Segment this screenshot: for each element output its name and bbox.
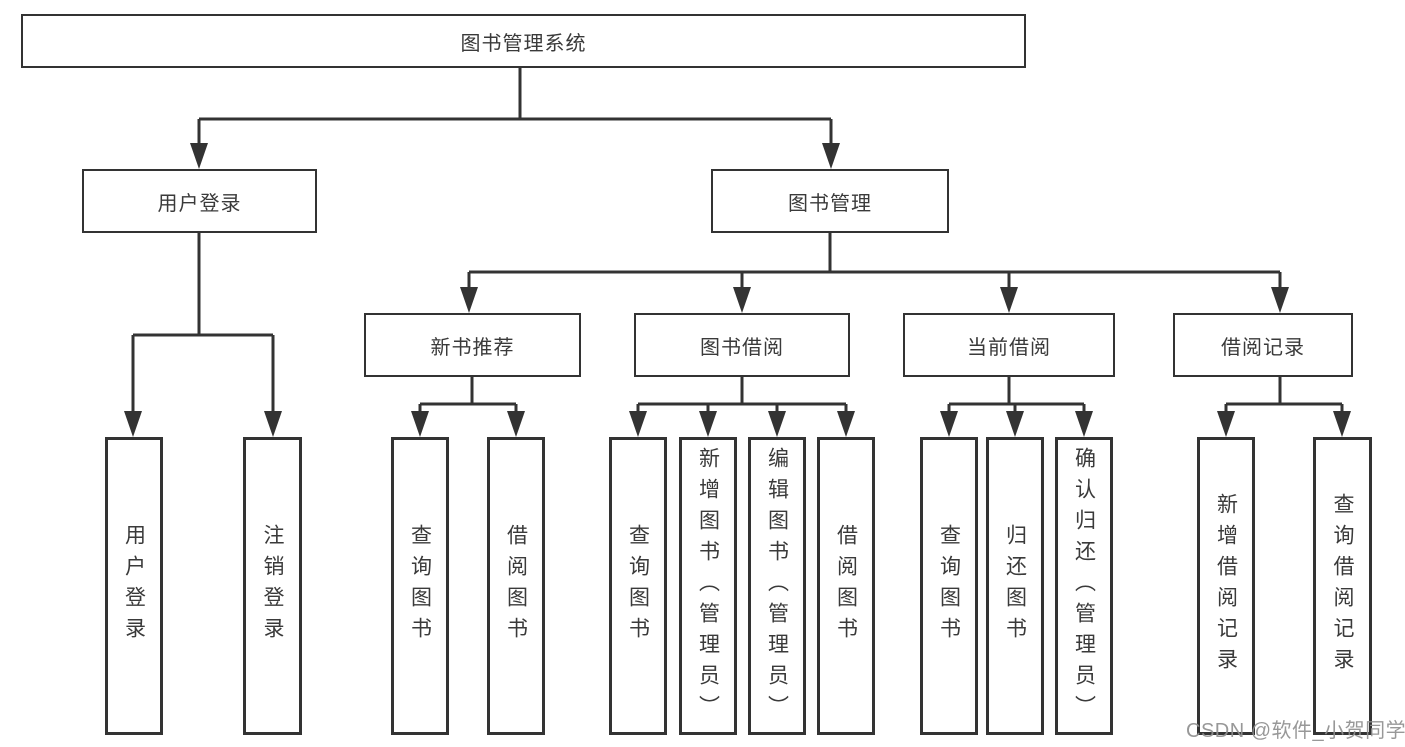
leaf-query-books-current: 查询图书 bbox=[920, 437, 978, 735]
leaf-add-book-admin: 新增图书（管理员） bbox=[679, 437, 737, 735]
leaf-label: 借阅图书 bbox=[834, 524, 858, 648]
leaf-query-books-recommend: 查询图书 bbox=[391, 437, 449, 735]
leaf-label: 注销登录 bbox=[261, 524, 285, 648]
arrow-icons bbox=[124, 143, 1351, 437]
leaf-label: 用户登录 bbox=[122, 524, 146, 648]
leaf-add-borrow-record: 新增借阅记录 bbox=[1197, 437, 1255, 735]
node-label: 图书管理 bbox=[788, 192, 872, 215]
node-book-borrowing: 图书借阅 bbox=[634, 313, 850, 377]
leaf-borrow-books-recommend: 借阅图书 bbox=[487, 437, 545, 735]
leaf-confirm-return-admin: 确认归还（管理员） bbox=[1055, 437, 1113, 735]
node-label: 图书借阅 bbox=[700, 336, 784, 359]
leaf-label: 新增借阅记录 bbox=[1214, 493, 1238, 679]
leaf-label: 编辑图书（管理员） bbox=[765, 446, 789, 726]
leaf-label: 查询图书 bbox=[408, 524, 432, 648]
leaf-label: 查询图书 bbox=[937, 524, 961, 648]
leaf-user-login: 用户登录 bbox=[105, 437, 163, 735]
node-new-book-recommend: 新书推荐 bbox=[364, 313, 581, 377]
node-book-management: 图书管理 bbox=[711, 169, 949, 233]
watermark: CSDN @软件_小贺同学 bbox=[1186, 720, 1405, 742]
node-label: 新书推荐 bbox=[430, 336, 515, 359]
node-label: 用户登录 bbox=[157, 192, 242, 215]
leaf-label: 确认归还（管理员） bbox=[1072, 446, 1096, 726]
leaf-label: 归还图书 bbox=[1003, 524, 1027, 648]
leaf-borrow-books: 借阅图书 bbox=[817, 437, 875, 735]
leaf-return-book: 归还图书 bbox=[986, 437, 1044, 735]
leaf-query-borrow-record: 查询借阅记录 bbox=[1313, 437, 1372, 735]
node-label: 借阅记录 bbox=[1221, 336, 1305, 359]
leaf-query-books-borrowing: 查询图书 bbox=[609, 437, 667, 735]
node-label: 图书管理系统 bbox=[460, 32, 587, 55]
node-library-management-system: 图书管理系统 bbox=[21, 14, 1026, 68]
node-borrowing-records: 借阅记录 bbox=[1173, 313, 1353, 377]
node-label: 当前借阅 bbox=[967, 336, 1051, 359]
leaf-label: 查询图书 bbox=[626, 524, 650, 648]
node-user-login: 用户登录 bbox=[82, 169, 317, 233]
leaf-label: 借阅图书 bbox=[504, 524, 528, 648]
leaf-edit-book-admin: 编辑图书（管理员） bbox=[748, 437, 806, 735]
leaf-logout: 注销登录 bbox=[243, 437, 302, 735]
leaf-label: 查询借阅记录 bbox=[1331, 493, 1355, 679]
node-current-borrowing: 当前借阅 bbox=[903, 313, 1115, 377]
leaf-label: 新增图书（管理员） bbox=[696, 446, 720, 726]
